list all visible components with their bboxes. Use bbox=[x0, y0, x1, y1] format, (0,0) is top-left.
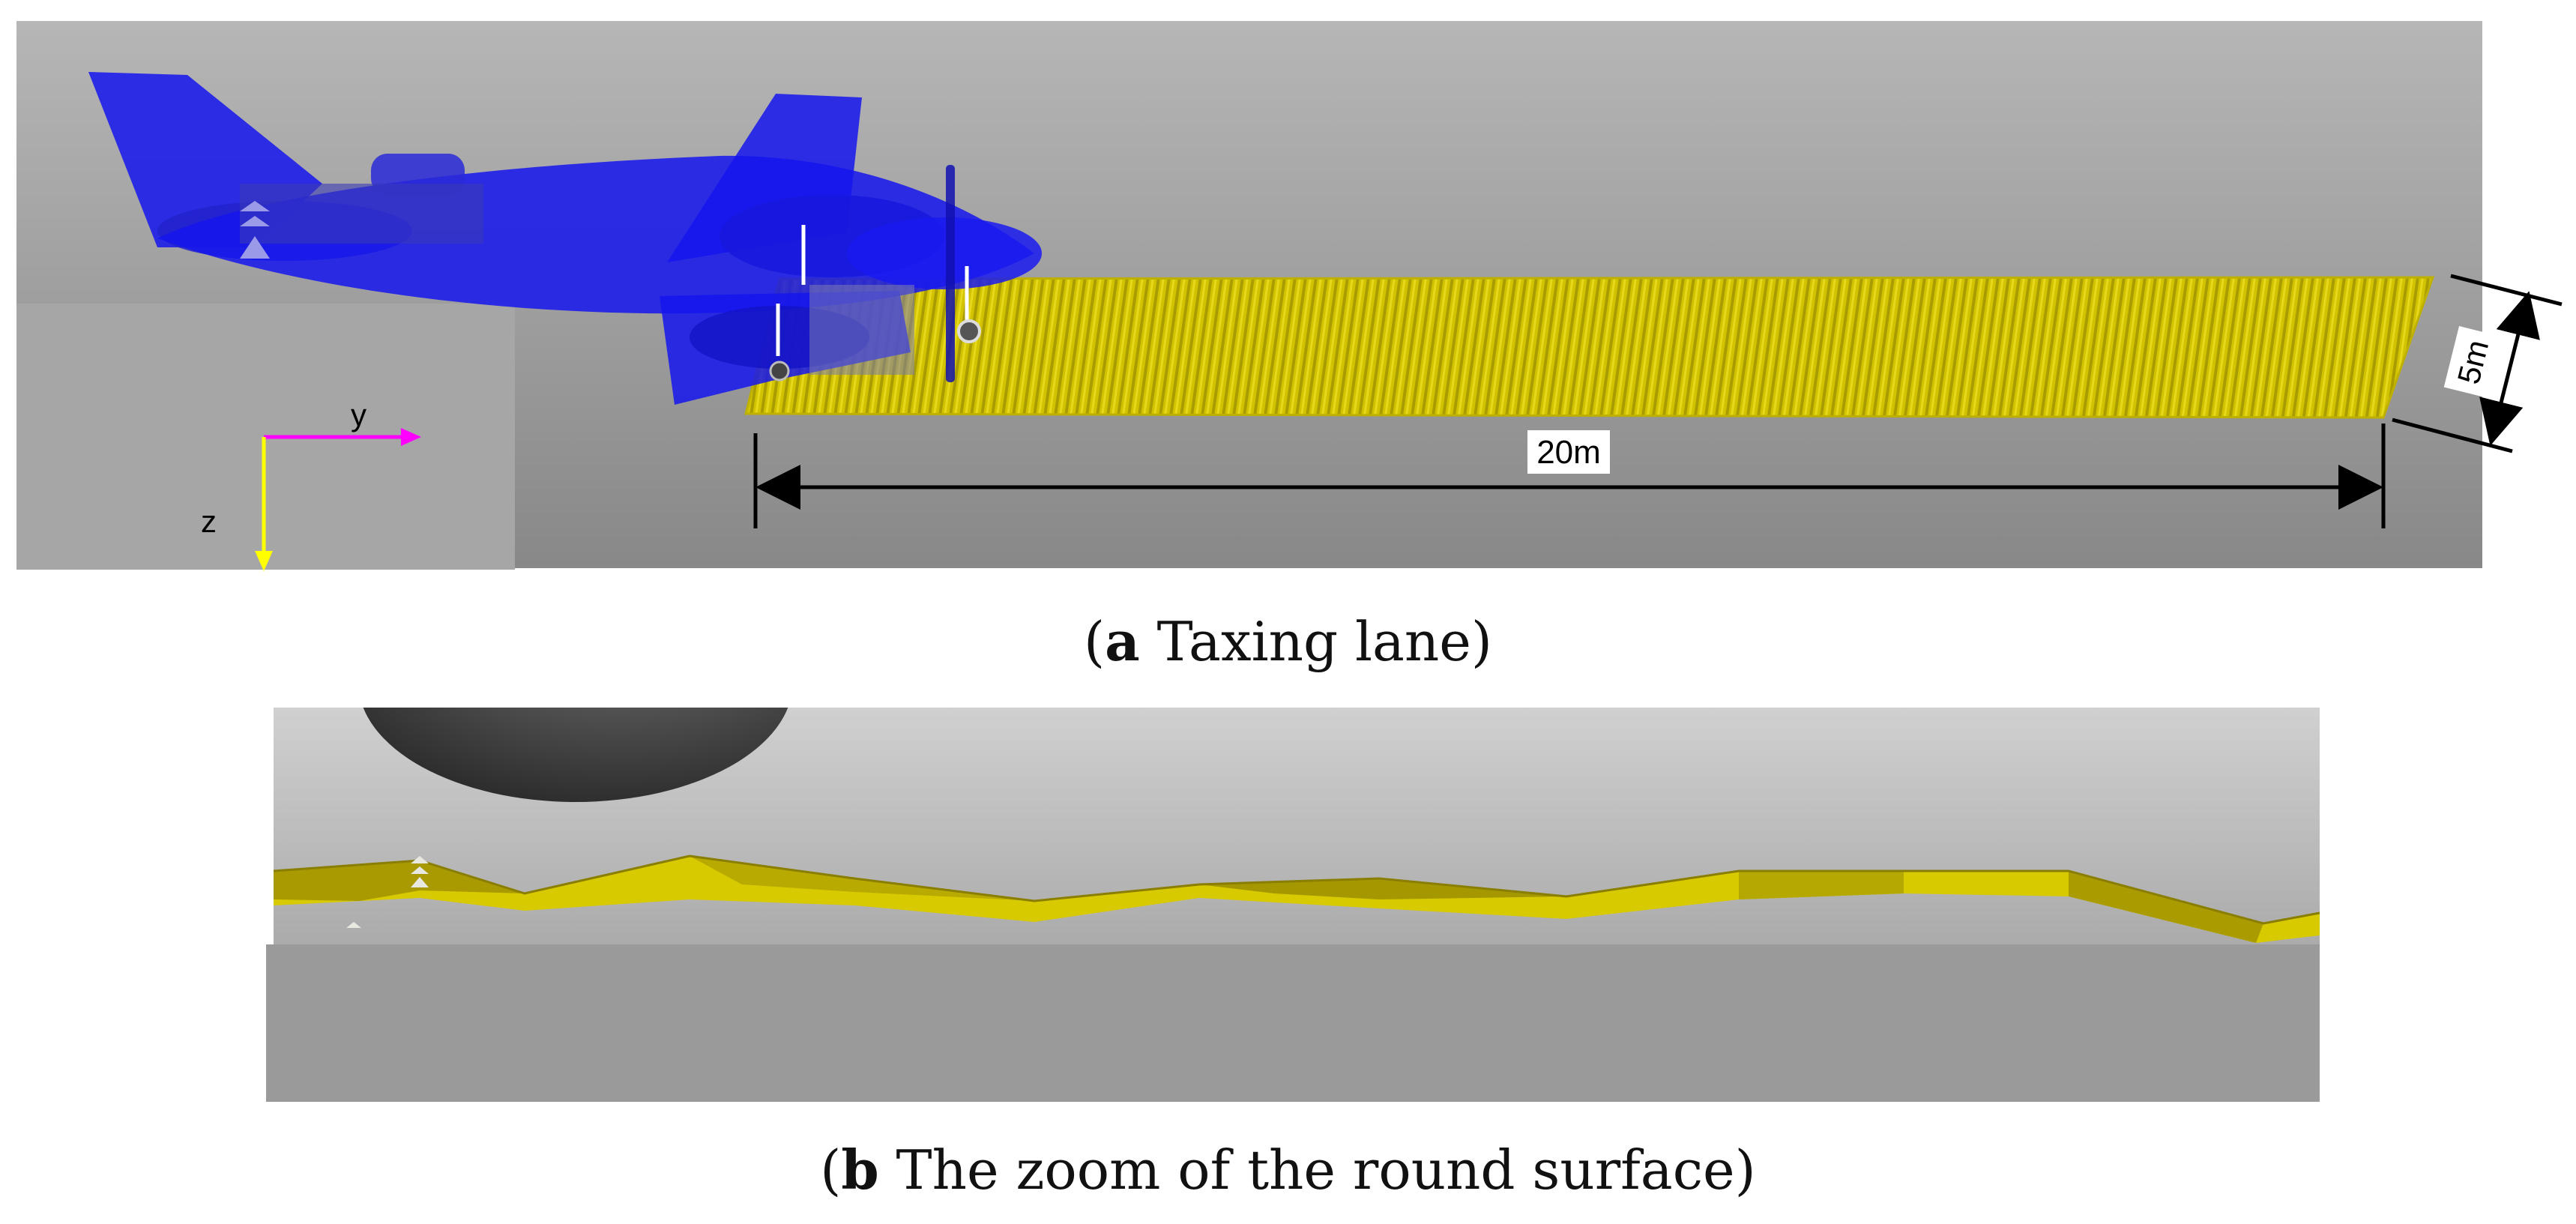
caption-panel-b: (b The zoom of the round surface) bbox=[820, 1138, 1756, 1202]
y-axis-label: y bbox=[351, 397, 367, 432]
width-dimension-tick-top bbox=[2450, 274, 2563, 307]
surface-marker-icon bbox=[346, 856, 429, 928]
caption-panel-a-letter: a bbox=[1105, 609, 1140, 673]
length-dimension-label: 20m bbox=[1536, 434, 1601, 471]
ground-block bbox=[266, 944, 2320, 1102]
wheel-sphere bbox=[363, 708, 788, 802]
landing-gear bbox=[769, 225, 981, 382]
caption-panel-a: (a Taxing lane) bbox=[1083, 609, 1492, 673]
round-surface-profile bbox=[273, 854, 2320, 943]
width-dimension-arrow bbox=[2479, 291, 2540, 446]
aircraft-cabin-section bbox=[240, 184, 483, 244]
aircraft-engine-cowl bbox=[809, 285, 914, 375]
length-dimension: 20m bbox=[753, 423, 2386, 528]
width-dimension: 5m bbox=[2392, 274, 2563, 453]
z-axis-arrowhead-icon bbox=[255, 551, 273, 571]
coordinate-axes: y z bbox=[201, 397, 421, 571]
caption-panel-b-letter: b bbox=[841, 1138, 879, 1202]
aircraft-propeller bbox=[946, 165, 955, 382]
main-gear-wheel bbox=[769, 361, 790, 382]
width-dimension-label-box bbox=[2443, 325, 2502, 398]
caption-panel-a-text: Taxing lane bbox=[1139, 610, 1471, 673]
panel-b-round-surface-zoom bbox=[266, 708, 2320, 1102]
aircraft-nose bbox=[847, 217, 1042, 289]
length-dimension-label-box bbox=[1527, 430, 1610, 474]
y-axis-arrowhead-icon bbox=[401, 428, 421, 446]
tail-marker-icon bbox=[240, 201, 270, 259]
caption-panel-b-text: The zoom of the round surface bbox=[878, 1139, 1735, 1202]
nose-gear-wheel bbox=[957, 319, 981, 343]
taxiing-lane-surface bbox=[746, 277, 2433, 417]
width-dimension-tick-bottom bbox=[2392, 417, 2513, 453]
z-axis-label: z bbox=[201, 504, 217, 539]
panel-a-taxiing-lane-figure: y z 20m 5m bbox=[16, 21, 2563, 571]
